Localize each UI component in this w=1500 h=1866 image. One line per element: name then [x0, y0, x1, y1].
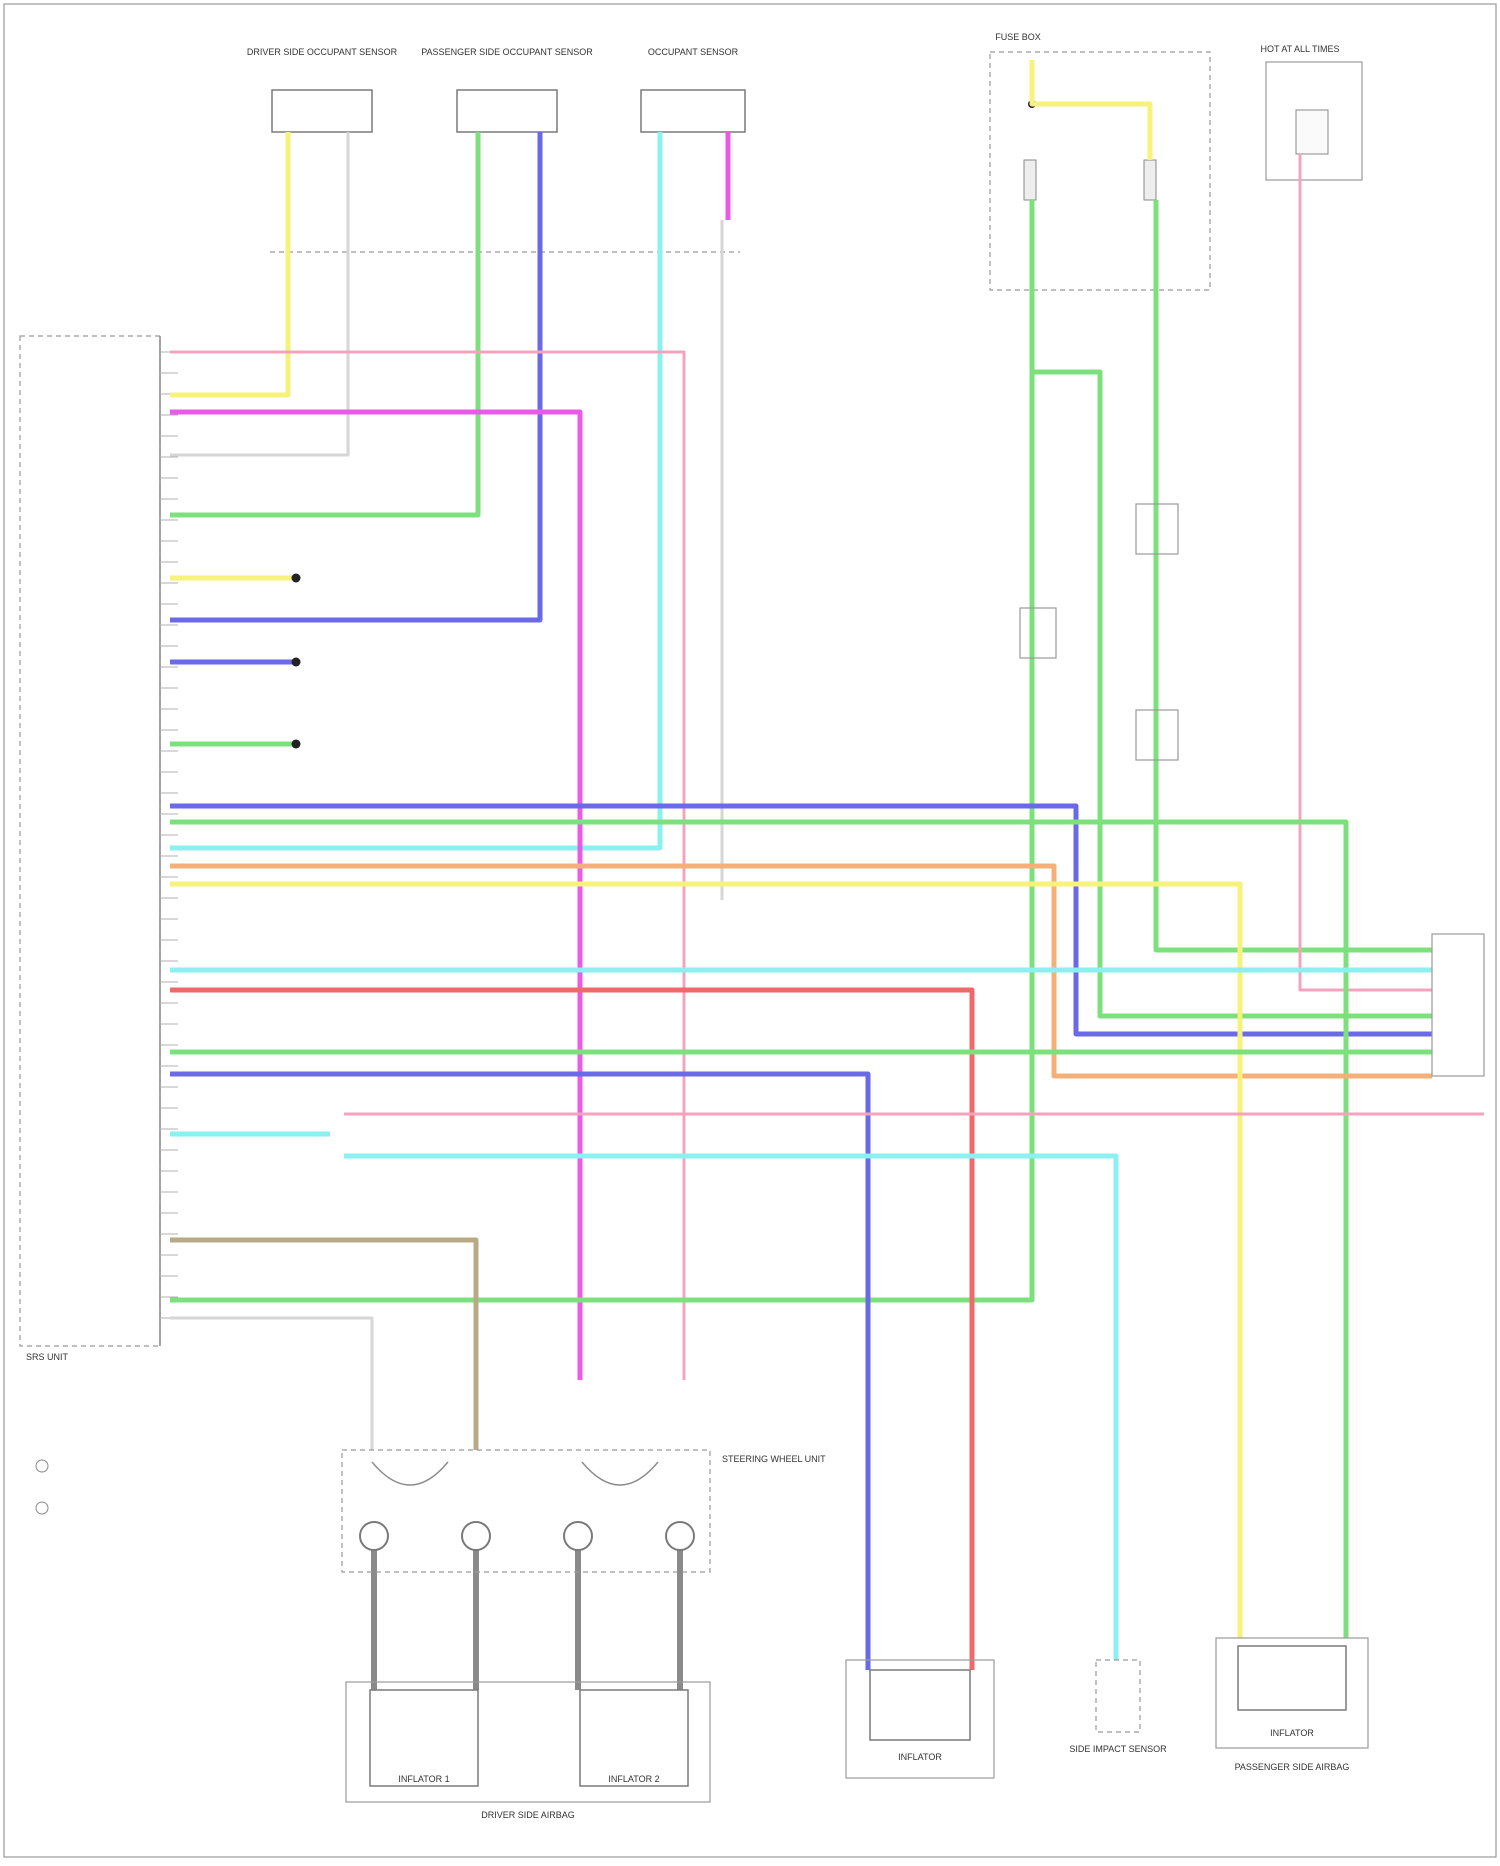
wire-fuse-green-right — [1156, 200, 1432, 950]
right-edge-connector — [1432, 934, 1484, 1076]
wire-fuse-yellow — [1032, 60, 1150, 160]
wire-pass-occ-green — [170, 132, 478, 515]
wire-bus-yellow — [170, 884, 1240, 1638]
driver-occupant-sensor-label: DRIVER SIDE OCCUPANT SENSOR — [247, 47, 398, 57]
stub-dot-green — [292, 740, 301, 749]
hot-at-all-times-label: HOT AT ALL TIMES — [1260, 44, 1339, 54]
inflator-1-label: INFLATOR 1 — [398, 1774, 449, 1784]
steering-wheel-unit: STEERING WHEEL UNIT — [342, 1450, 826, 1572]
third-occupant-sensor-label: OCCUPANT SENSOR — [648, 47, 739, 57]
legend-notes — [36, 1460, 48, 1514]
hot-at-all-times-block: HOT AT ALL TIMES — [1260, 44, 1362, 180]
wire-driver-occ-white — [170, 132, 348, 455]
wire-blue-mid2 — [170, 1074, 868, 1670]
wire-tan — [170, 1240, 476, 1450]
wire-fuse-green-branch — [1032, 372, 1432, 1016]
stub-dot-blue — [292, 658, 301, 667]
wire-cyan-side — [344, 1156, 1116, 1660]
wire-bus-blue — [170, 806, 1432, 1034]
passenger-occupant-sensor-label: PASSENGER SIDE OCCUPANT SENSOR — [421, 47, 593, 57]
passenger-occupant-sensor: PASSENGER SIDE OCCUPANT SENSOR — [421, 47, 593, 132]
side-impact-sensor: SIDE IMPACT SENSOR — [1069, 1660, 1167, 1754]
page-border — [4, 4, 1496, 1857]
third-occupant-sensor: OCCUPANT SENSOR — [641, 47, 745, 132]
wire-driver-occ-yellow — [170, 132, 288, 395]
wire-red-mid — [170, 990, 972, 1670]
passenger-airbag: INFLATOR PASSENGER SIDE AIRBAG — [1216, 1638, 1368, 1772]
wire-magenta-long — [170, 412, 580, 1380]
side-impact-sensor-label: SIDE IMPACT SENSOR — [1069, 1744, 1167, 1754]
driver-inflator-module: INFLATOR — [846, 1660, 994, 1778]
srs-pin-column — [160, 352, 178, 1318]
stub-dot-yellow — [292, 574, 301, 583]
srs-unit: SRS UNIT — [20, 336, 160, 1362]
driver-airbag-label: DRIVER SIDE AIRBAG — [481, 1810, 575, 1820]
fuse-box-label: FUSE BOX — [995, 32, 1041, 42]
steering-wheel-unit-label: STEERING WHEEL UNIT — [722, 1454, 826, 1464]
passenger-airbag-label: PASSENGER SIDE AIRBAG — [1235, 1762, 1350, 1772]
srs-unit-label: SRS UNIT — [26, 1352, 69, 1362]
driver-occupant-sensor: DRIVER SIDE OCCUPANT SENSOR — [247, 47, 398, 132]
wire-bus-green — [170, 822, 1346, 1638]
wires-layer — [170, 60, 1484, 1690]
junction-dots — [292, 574, 301, 749]
wire-white-low — [170, 1318, 372, 1450]
inflator-p-label: INFLATOR — [1270, 1728, 1314, 1738]
wire-third-occ-cyan — [170, 132, 660, 848]
wire-hot-pink — [1300, 154, 1432, 990]
inflator-2-label: INFLATOR 2 — [608, 1774, 659, 1784]
wire-pass-occ-blue — [170, 132, 540, 620]
fuse-box: FUSE BOX — [990, 32, 1210, 290]
driver-airbag: INFLATOR 1 INFLATOR 2 DRIVER SIDE AIRBAG — [346, 1682, 710, 1820]
inflator-d-label: INFLATOR — [898, 1752, 942, 1762]
